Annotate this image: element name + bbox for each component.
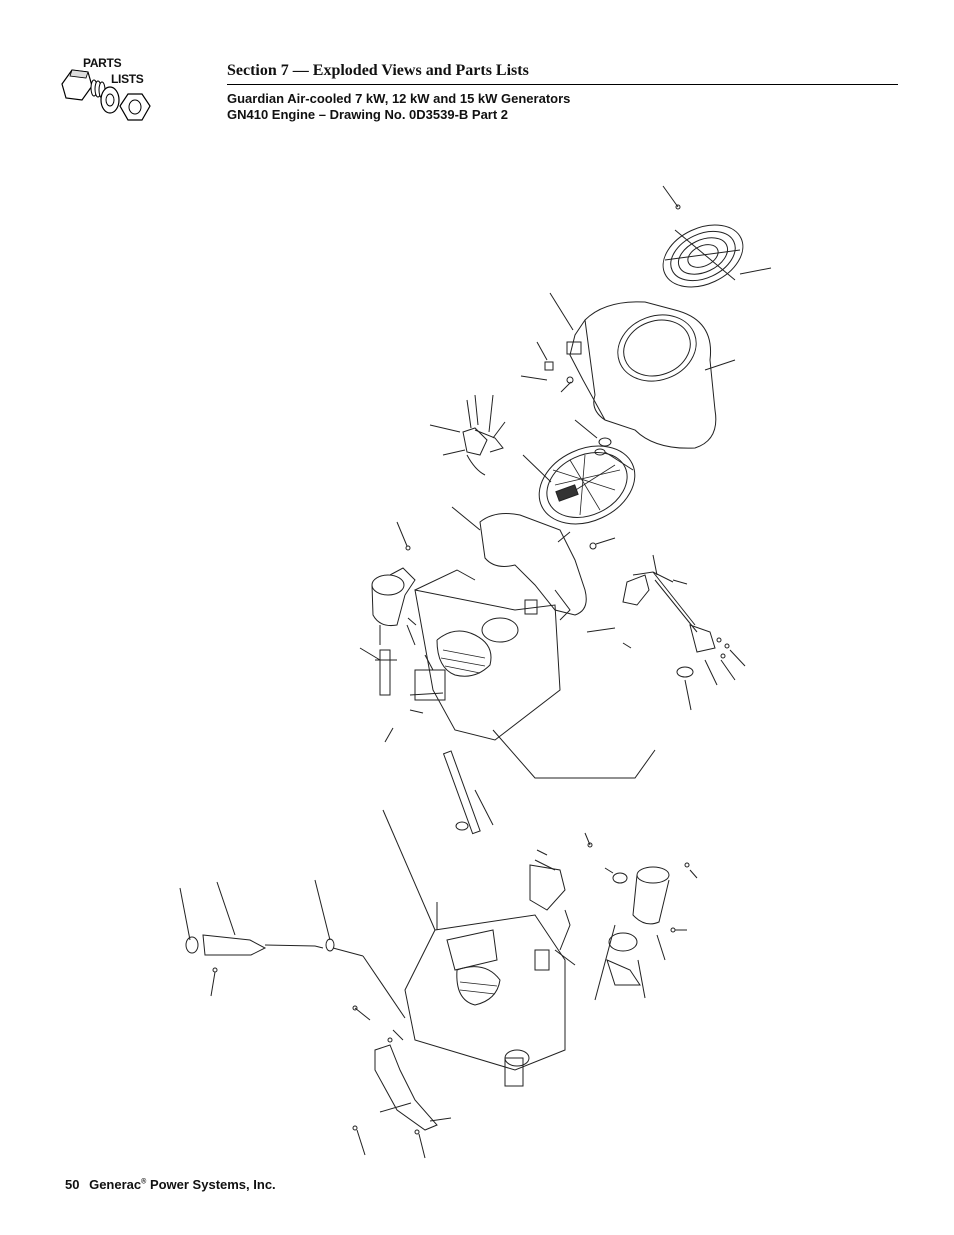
registered-mark: ® [141,1178,147,1186]
page-footer: 50 Generac® Power Systems, Inc. [65,1177,276,1192]
company-name: Generac [89,1177,142,1192]
logo-parts-text: PARTS [83,56,122,70]
section-title: Section 7 — Exploded Views and Parts Lis… [227,62,898,85]
throttle-linkage [586,554,746,711]
engine-block [382,809,576,1087]
flywheel-fan [522,419,636,525]
starter-motor [371,521,416,645]
page-number: 50 [65,1177,80,1192]
parts-lists-logo: PARTS LISTS [58,56,158,132]
nut-bolt-washer-icon [61,69,151,121]
exploded-view-drawing [175,170,775,1160]
logo-lists-text: LISTS [111,72,144,86]
mounting-bracket [352,1005,452,1159]
blower-housing [549,292,736,449]
subtitle-line-1: Guardian Air-cooled 7 kW, 12 kW and 15 k… [227,91,571,106]
company-suffix: Power Systems, Inc. [149,1177,276,1192]
page-header: Section 7 — Exploded Views and Parts Lis… [227,62,898,123]
subtitle-line-2: GN410 Engine – Drawing No. 0D3539-B Part… [227,107,509,122]
cylinder-shroud [451,506,616,621]
engine-upper [359,569,656,779]
oil-filter [529,832,698,1001]
blower-grille [662,185,772,288]
dipstick [179,879,406,1019]
